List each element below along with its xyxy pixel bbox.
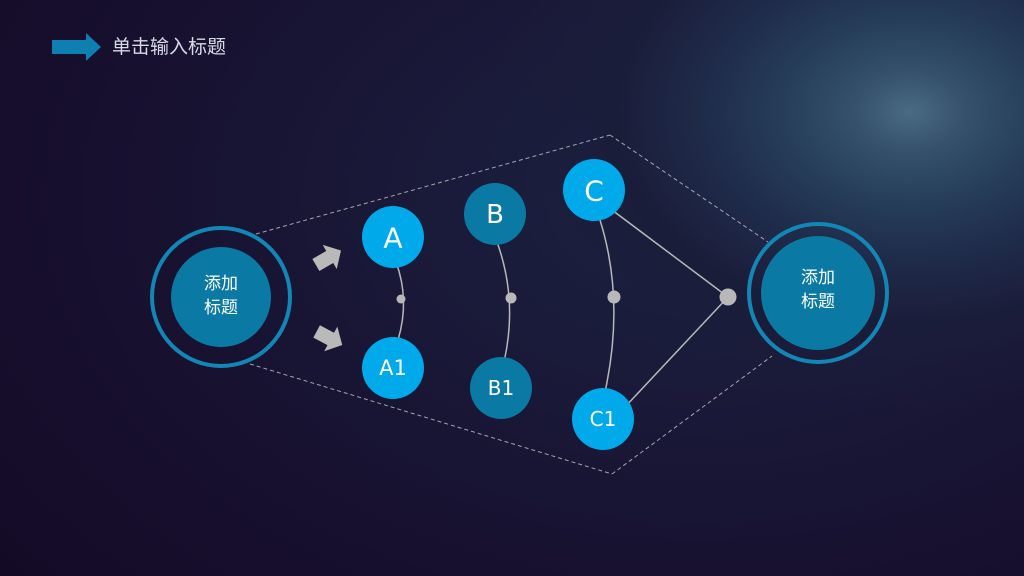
node-c1-label: C1: [590, 407, 617, 431]
hub-right-label: 添加 标题: [768, 266, 868, 314]
arrow-icon-lower: [313, 325, 343, 352]
node-b1-label: B1: [488, 376, 514, 400]
node-a[interactable]: A: [362, 206, 424, 268]
node-c1[interactable]: C1: [572, 388, 634, 450]
dashed-edge-top-right: [609, 134, 769, 243]
node-b[interactable]: B: [464, 183, 526, 245]
node-a-label: A: [383, 222, 402, 255]
node-b-label: B: [486, 200, 504, 230]
title-arrow-icon: [52, 33, 101, 61]
dashed-edge-bottom-left: [249, 363, 613, 475]
slide-title[interactable]: 单击输入标题: [112, 36, 227, 58]
hub-right[interactable]: [747, 222, 889, 364]
node-a1[interactable]: A1: [362, 337, 424, 399]
hub-left[interactable]: [150, 226, 292, 368]
hub-right-line2: 标题: [801, 292, 835, 312]
dashed-edge-top-left: [255, 134, 611, 235]
node-c-label: C: [584, 175, 604, 208]
hub-left-line2: 标题: [204, 298, 238, 318]
junction-dot-b: [505, 292, 517, 304]
connector-c-junction: [611, 209, 729, 298]
junction-dot-merge: [719, 288, 737, 306]
arrow-icon-upper: [312, 244, 341, 272]
node-c[interactable]: C: [563, 159, 625, 221]
connector-c-c1: [599, 219, 615, 393]
hub-right-line1: 添加: [801, 268, 835, 288]
connector-c1-junction: [623, 296, 729, 409]
dashed-edge-bottom-right: [611, 355, 773, 475]
junction-dot-c: [607, 290, 621, 304]
hub-left-line1: 添加: [204, 274, 238, 294]
node-a1-label: A1: [379, 356, 407, 380]
node-b1[interactable]: B1: [470, 357, 532, 419]
junction-dot-a: [396, 294, 406, 304]
dashed-outline: [249, 134, 773, 475]
hub-left-label: 添加 标题: [171, 272, 271, 320]
